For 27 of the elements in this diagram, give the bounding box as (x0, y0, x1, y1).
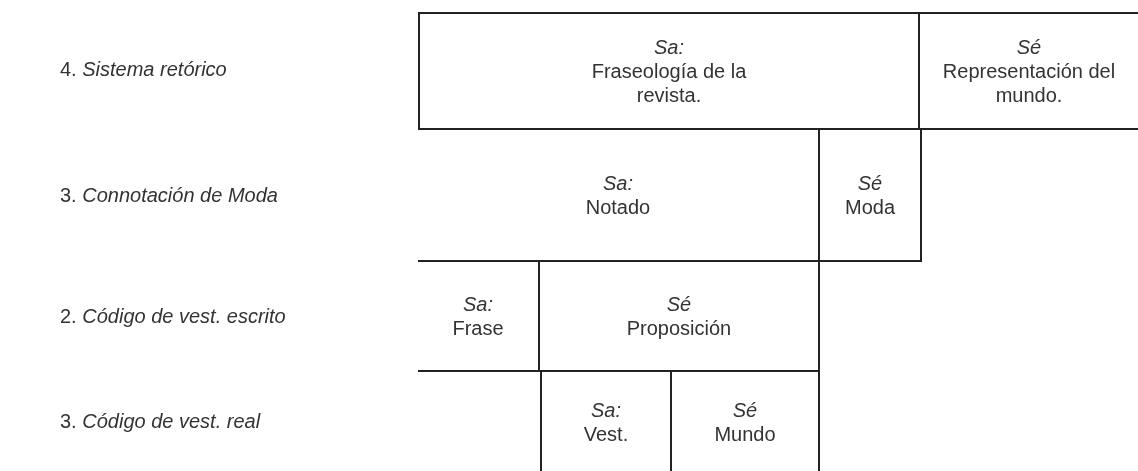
table-cell (418, 262, 540, 372)
row-label: 2. Código de vest. escrito (60, 305, 286, 328)
table-cell (820, 130, 922, 262)
table-cell (540, 372, 672, 471)
sign-label: Sa: (463, 292, 493, 316)
cell-text: Moda (845, 195, 895, 219)
sign-label: Sé (732, 397, 758, 422)
cell-text: Frase (452, 316, 504, 340)
sign-label: Sé (857, 171, 883, 195)
sign-label: Sé (1016, 35, 1042, 59)
sign-label: Sa: (591, 397, 621, 422)
row-label: 3. Connotación de Moda (60, 184, 278, 207)
sign-label: Sa: (603, 171, 633, 195)
cell-text: Proposición (626, 316, 732, 340)
row-label: 3. Código de vest. real (60, 410, 261, 433)
cell-text: Notado (585, 195, 651, 219)
table-cell (418, 130, 820, 262)
table-cell (540, 262, 820, 372)
cell-text: Representación del mundo. (941, 59, 1117, 107)
cell-text: Fraseología de la revista. (590, 59, 748, 107)
cell-text: Vest. (583, 421, 629, 446)
cell-text: Mundo (714, 421, 776, 446)
sign-label: Sé (666, 292, 692, 316)
sign-label: Sa: (654, 35, 684, 59)
row-label: 4. Sistema retórico (60, 58, 227, 81)
table-cell (920, 12, 1138, 130)
table-cell (418, 12, 920, 130)
